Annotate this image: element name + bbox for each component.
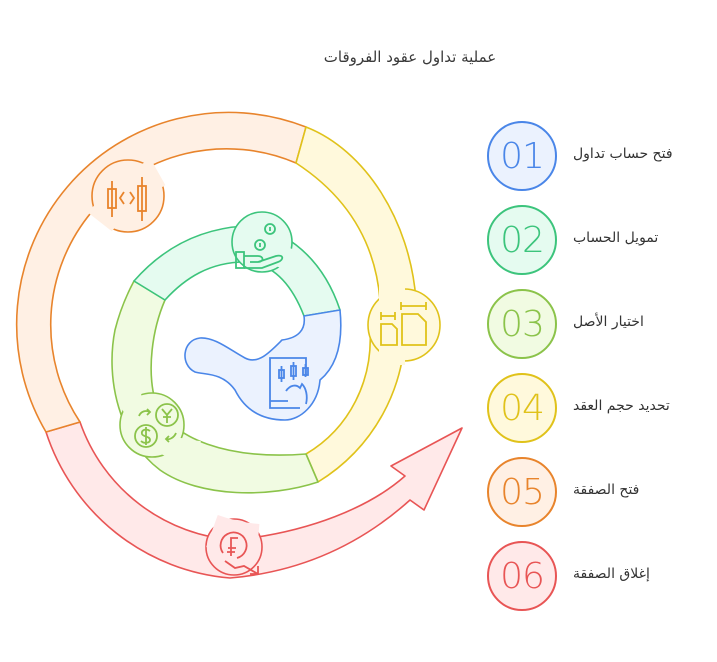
step-3: 03 اختيار الأصل <box>487 289 707 363</box>
currency-exchange-icon <box>134 403 179 448</box>
step-number-badge: 03 <box>487 289 557 359</box>
step-1: 01 فتح حساب تداول <box>487 121 707 195</box>
hand-coins-icon <box>235 223 284 269</box>
step-2: 02 تمويل الحساب <box>487 205 707 279</box>
step-label: فتح حساب تداول <box>573 146 673 162</box>
phone-candlestick-icon <box>269 357 309 409</box>
segment-fund-account <box>133 211 341 317</box>
step-6: 06 إغلاق الصفقة <box>487 541 707 615</box>
step-label: فتح الصفقة <box>573 482 640 498</box>
step-number-badge: 01 <box>487 121 557 191</box>
step-number-badge: 06 <box>487 541 557 611</box>
currency-down-arrow-icon <box>219 531 259 575</box>
segment-open-trade <box>15 111 307 433</box>
step-number-badge: 02 <box>487 205 557 275</box>
step-number-badge: 05 <box>487 457 557 527</box>
step-5: 05 فتح الصفقة <box>487 457 707 531</box>
step-number-badge: 04 <box>487 373 557 443</box>
step-4: 04 تحديد حجم العقد <box>487 373 707 447</box>
segment-close-trade <box>45 421 463 579</box>
diagram-title: عملية تداول عقود الفروقات <box>323 48 497 66</box>
segment-open-account <box>184 309 342 421</box>
step-label: تمويل الحساب <box>573 230 659 246</box>
step-label: إغلاق الصفقة <box>573 566 650 582</box>
candlestick-compare-icon <box>107 177 147 221</box>
step-label: تحديد حجم العقد <box>573 398 670 414</box>
size-measure-icon <box>380 302 427 346</box>
step-label: اختيار الأصل <box>573 314 644 330</box>
